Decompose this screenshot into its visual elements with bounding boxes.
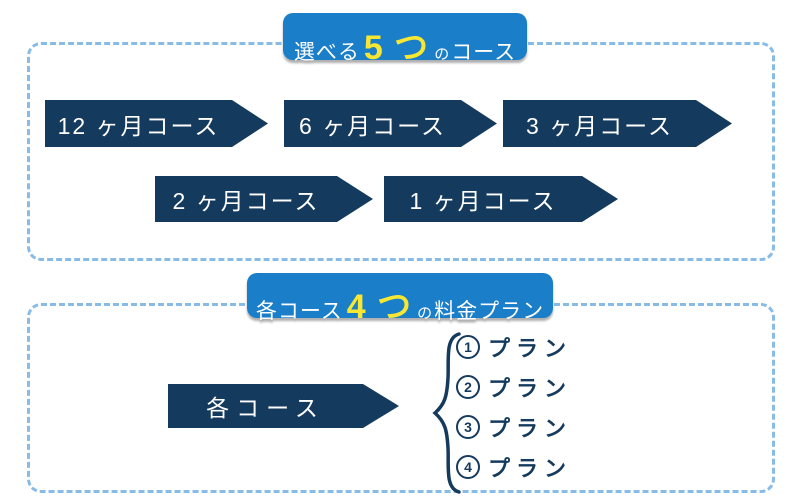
- course-arrow-1-month: 1 ヶ月コース: [384, 176, 618, 222]
- plans-badge-highlight: 4 つ: [346, 288, 413, 326]
- plan-item-2: 2 プラン: [456, 373, 573, 401]
- courses-section-title-badge: 選べる 5 つ の コース: [283, 13, 527, 67]
- curly-brace-icon: [432, 332, 461, 494]
- courses-badge-prefix: 選べる: [293, 41, 360, 64]
- courses-badge-particle: の: [434, 46, 451, 63]
- plan-4-label: プラン: [488, 455, 573, 481]
- plan-2-circled-number-icon: 2: [456, 374, 480, 399]
- plan-item-1: 1 プラン: [456, 333, 573, 361]
- plan-list: 1 プラン 2 プラン 3 プラン 4 プラン: [456, 333, 573, 481]
- plans-badge-suffix: 料金プラン: [434, 300, 545, 323]
- course-arrow-12-month: 12 ヶ月コース: [45, 100, 268, 147]
- plan-item-4: 4 プラン: [456, 453, 573, 481]
- course-arrow-2-month: 2 ヶ月コース: [155, 176, 373, 222]
- plan-2-label: プラン: [488, 375, 573, 401]
- plans-section-title-badge: 各コース 4 つ の 料金プラン: [247, 273, 553, 326]
- plan-4-circled-number-icon: 4: [456, 454, 480, 479]
- plan-item-3: 3 プラン: [456, 413, 573, 441]
- plans-section-frame: [27, 303, 775, 493]
- course-arrow-6-month: 6 ヶ月コース: [284, 100, 497, 147]
- plan-1-circled-number-icon: 1: [456, 334, 480, 359]
- each-course-arrow: 各コース: [168, 384, 399, 428]
- courses-section-frame: [27, 42, 775, 261]
- plans-badge-particle: の: [417, 305, 434, 322]
- plan-3-label: プラン: [488, 415, 573, 441]
- plans-badge-prefix: 各コース: [255, 300, 343, 323]
- plan-3-circled-number-icon: 3: [456, 414, 480, 439]
- plan-1-label: プラン: [488, 335, 573, 361]
- courses-badge-suffix: コース: [451, 41, 517, 64]
- course-arrow-3-month: 3 ヶ月コース: [503, 100, 732, 147]
- courses-badge-highlight: 5 つ: [363, 29, 430, 67]
